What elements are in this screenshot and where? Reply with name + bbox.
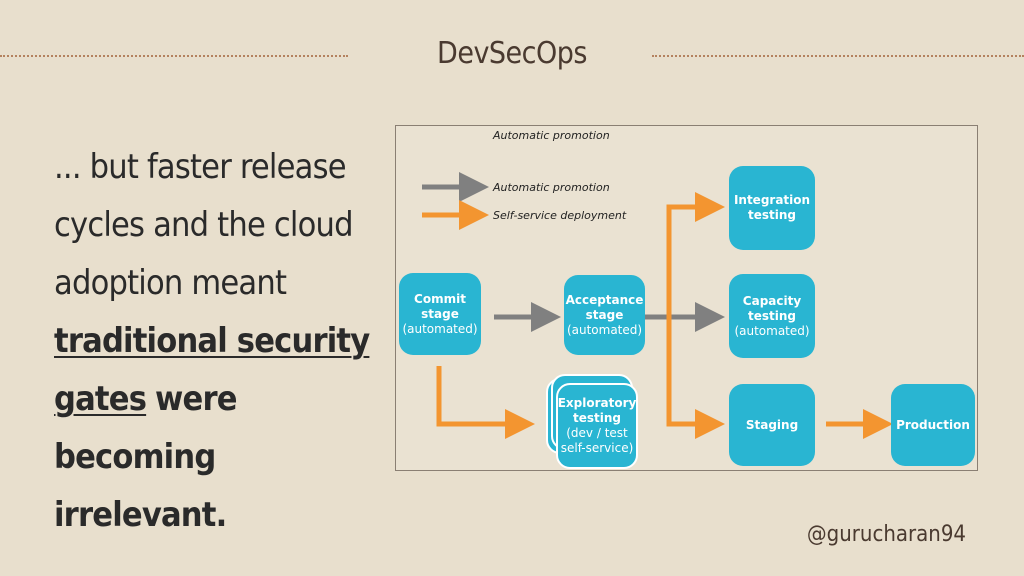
node-commit-sub: (automated) xyxy=(402,321,478,336)
author-handle: @gurucharan94 xyxy=(806,522,966,547)
diagram-header: Automatic promotion xyxy=(493,129,610,142)
body-text-intro: ... but faster release cycles and the cl… xyxy=(54,147,354,303)
node-integration-title: Integration testing xyxy=(733,193,811,222)
legend-self-service-label: Self-service deployment xyxy=(493,209,627,222)
node-production-title: Production xyxy=(896,417,970,432)
node-integration-testing: Integration testing xyxy=(729,166,815,250)
slide-title: DevSecOps xyxy=(437,36,587,71)
body-text-highlight: traditional security gates xyxy=(54,321,370,419)
node-commit-stage: Commit stage (automated) xyxy=(399,273,481,355)
diagram-arrows xyxy=(422,172,893,439)
node-staging-title: Staging xyxy=(745,417,799,432)
node-exploratory-testing: Exploratory testing (dev / test self-ser… xyxy=(556,383,638,469)
node-capacity-title: Capacity testing xyxy=(742,293,802,323)
legend-auto-label: Automatic promotion xyxy=(493,181,610,194)
node-acceptance-sub: (automated) xyxy=(566,322,643,337)
title-divider-right xyxy=(652,55,1024,57)
body-text-conclusion: were becoming irrelevant. xyxy=(54,379,238,535)
node-production: Production xyxy=(891,384,975,466)
title-divider-left xyxy=(0,55,348,57)
node-exploratory-sub: (dev / test self-service) xyxy=(560,426,634,455)
slide-body-text: ... but faster release cycles and the cl… xyxy=(54,138,384,544)
node-exploratory-title: Exploratory testing xyxy=(557,396,637,425)
node-capacity-testing: Capacity testing (automated) xyxy=(729,274,815,358)
node-acceptance-title: Acceptance stage xyxy=(565,292,644,322)
node-staging: Staging xyxy=(729,384,815,466)
node-commit-title: Commit stage xyxy=(414,291,466,321)
node-capacity-sub: (automated) xyxy=(734,323,810,338)
arrow-commit-to-exploratory xyxy=(436,366,535,439)
node-acceptance-stage: Acceptance stage (automated) xyxy=(564,275,645,355)
pipeline-diagram: Automatic promotion Automatic promotion … xyxy=(395,125,978,471)
